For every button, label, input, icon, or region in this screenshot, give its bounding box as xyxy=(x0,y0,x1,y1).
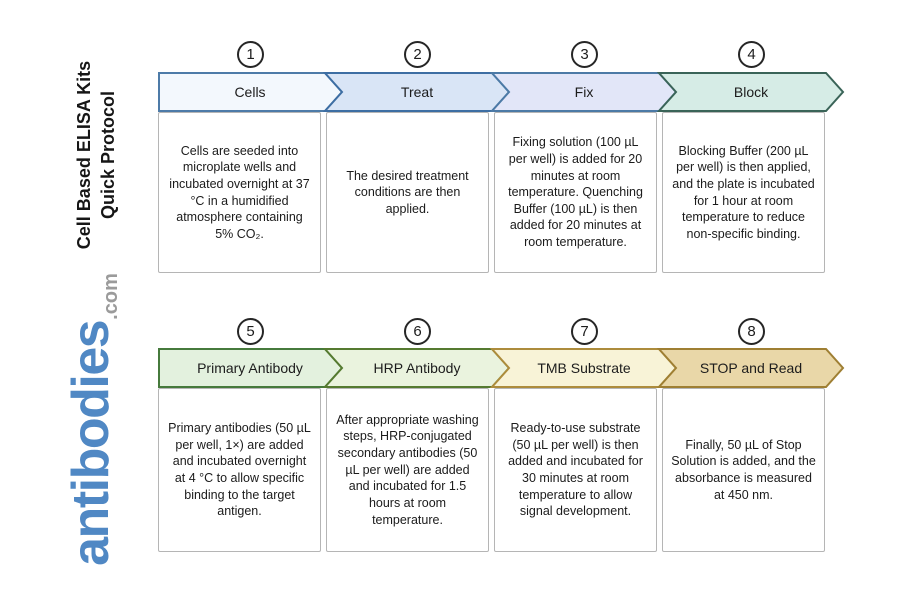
page-title-line-2: Quick Protocol xyxy=(97,90,118,220)
step-6-description-box: After appropriate washing steps, HRP-con… xyxy=(326,388,489,552)
step-6-description: After appropriate washing steps, HRP-con… xyxy=(336,412,479,527)
step-3-description: Fixing solution (100 µL per well) is add… xyxy=(508,135,643,250)
step-4-description-box: Blocking Buffer (200 µL per well) is the… xyxy=(662,112,825,273)
step-7-circle: 7 xyxy=(571,318,598,345)
step-7-label: TMB Substrate xyxy=(537,360,631,376)
step-4-circle: 4 xyxy=(738,41,765,68)
step-2-number: 2 xyxy=(413,46,422,63)
step-8-number: 8 xyxy=(747,323,756,340)
step-2-description: The desired treatment conditions are the… xyxy=(346,168,469,216)
page-title: Cell Based ELISA Kits Quick Protocol xyxy=(73,15,123,295)
step-2-circle: 2 xyxy=(404,41,431,68)
step-5-label: Primary Antibody xyxy=(197,360,303,376)
step-8-label: STOP and Read xyxy=(700,360,802,376)
brand-logo: antibodies.com xyxy=(62,267,125,573)
step-6-label: HRP Antibody xyxy=(374,360,461,376)
description-row-2: Primary antibodies (50 µL per well, 1×) … xyxy=(158,388,825,552)
chevron-block xyxy=(656,72,845,112)
step-7-number: 7 xyxy=(580,323,589,340)
step-4-label: Block xyxy=(734,84,769,100)
step-5-number: 5 xyxy=(246,323,255,340)
step-5-description-box: Primary antibodies (50 µL per well, 1×) … xyxy=(158,388,321,552)
step-6-number: 6 xyxy=(413,323,422,340)
step-8-description: Finally, 50 µL of Stop Solution is added… xyxy=(671,437,816,502)
step-4-description: Blocking Buffer (200 µL per well) is the… xyxy=(672,143,815,241)
step-1-number: 1 xyxy=(246,46,255,63)
description-row-1: Cells are seeded into microplate wells a… xyxy=(158,112,825,273)
chevron-row-2: Primary Antibody HRP Antibody TMB Substr… xyxy=(158,348,845,388)
step-8-description-box: Finally, 50 µL of Stop Solution is added… xyxy=(662,388,825,552)
step-2-label: Treat xyxy=(401,84,433,100)
step-1-description-box: Cells are seeded into microplate wells a… xyxy=(158,112,321,273)
step-1-label: Cells xyxy=(234,84,265,100)
chevron-row-1: Cells Treat Fix Block xyxy=(158,72,845,112)
step-2-description-box: The desired treatment conditions are the… xyxy=(326,112,489,273)
page-title-line-1: Cell Based ELISA Kits xyxy=(74,60,94,250)
step-8-circle: 8 xyxy=(738,318,765,345)
step-3-circle: 3 xyxy=(571,41,598,68)
step-4-number: 4 xyxy=(747,46,756,63)
step-6-circle: 6 xyxy=(404,318,431,345)
step-5-description: Primary antibodies (50 µL per well, 1×) … xyxy=(168,421,311,519)
brand-logo-word: antibodies xyxy=(62,320,120,566)
step-3-description-box: Fixing solution (100 µL per well) is add… xyxy=(494,112,657,273)
step-5-circle: 5 xyxy=(237,318,264,345)
step-7-description-box: Ready-to-use substrate (50 µL per well) … xyxy=(494,388,657,552)
chevron-stop-and-read xyxy=(656,348,845,388)
step-3-label: Fix xyxy=(575,84,594,100)
step-7-description: Ready-to-use substrate (50 µL per well) … xyxy=(508,421,643,519)
step-1-circle: 1 xyxy=(237,41,264,68)
brand-logo-suffix: .com xyxy=(100,273,122,320)
step-1-description: Cells are seeded into microplate wells a… xyxy=(169,143,310,241)
step-3-number: 3 xyxy=(580,46,589,63)
